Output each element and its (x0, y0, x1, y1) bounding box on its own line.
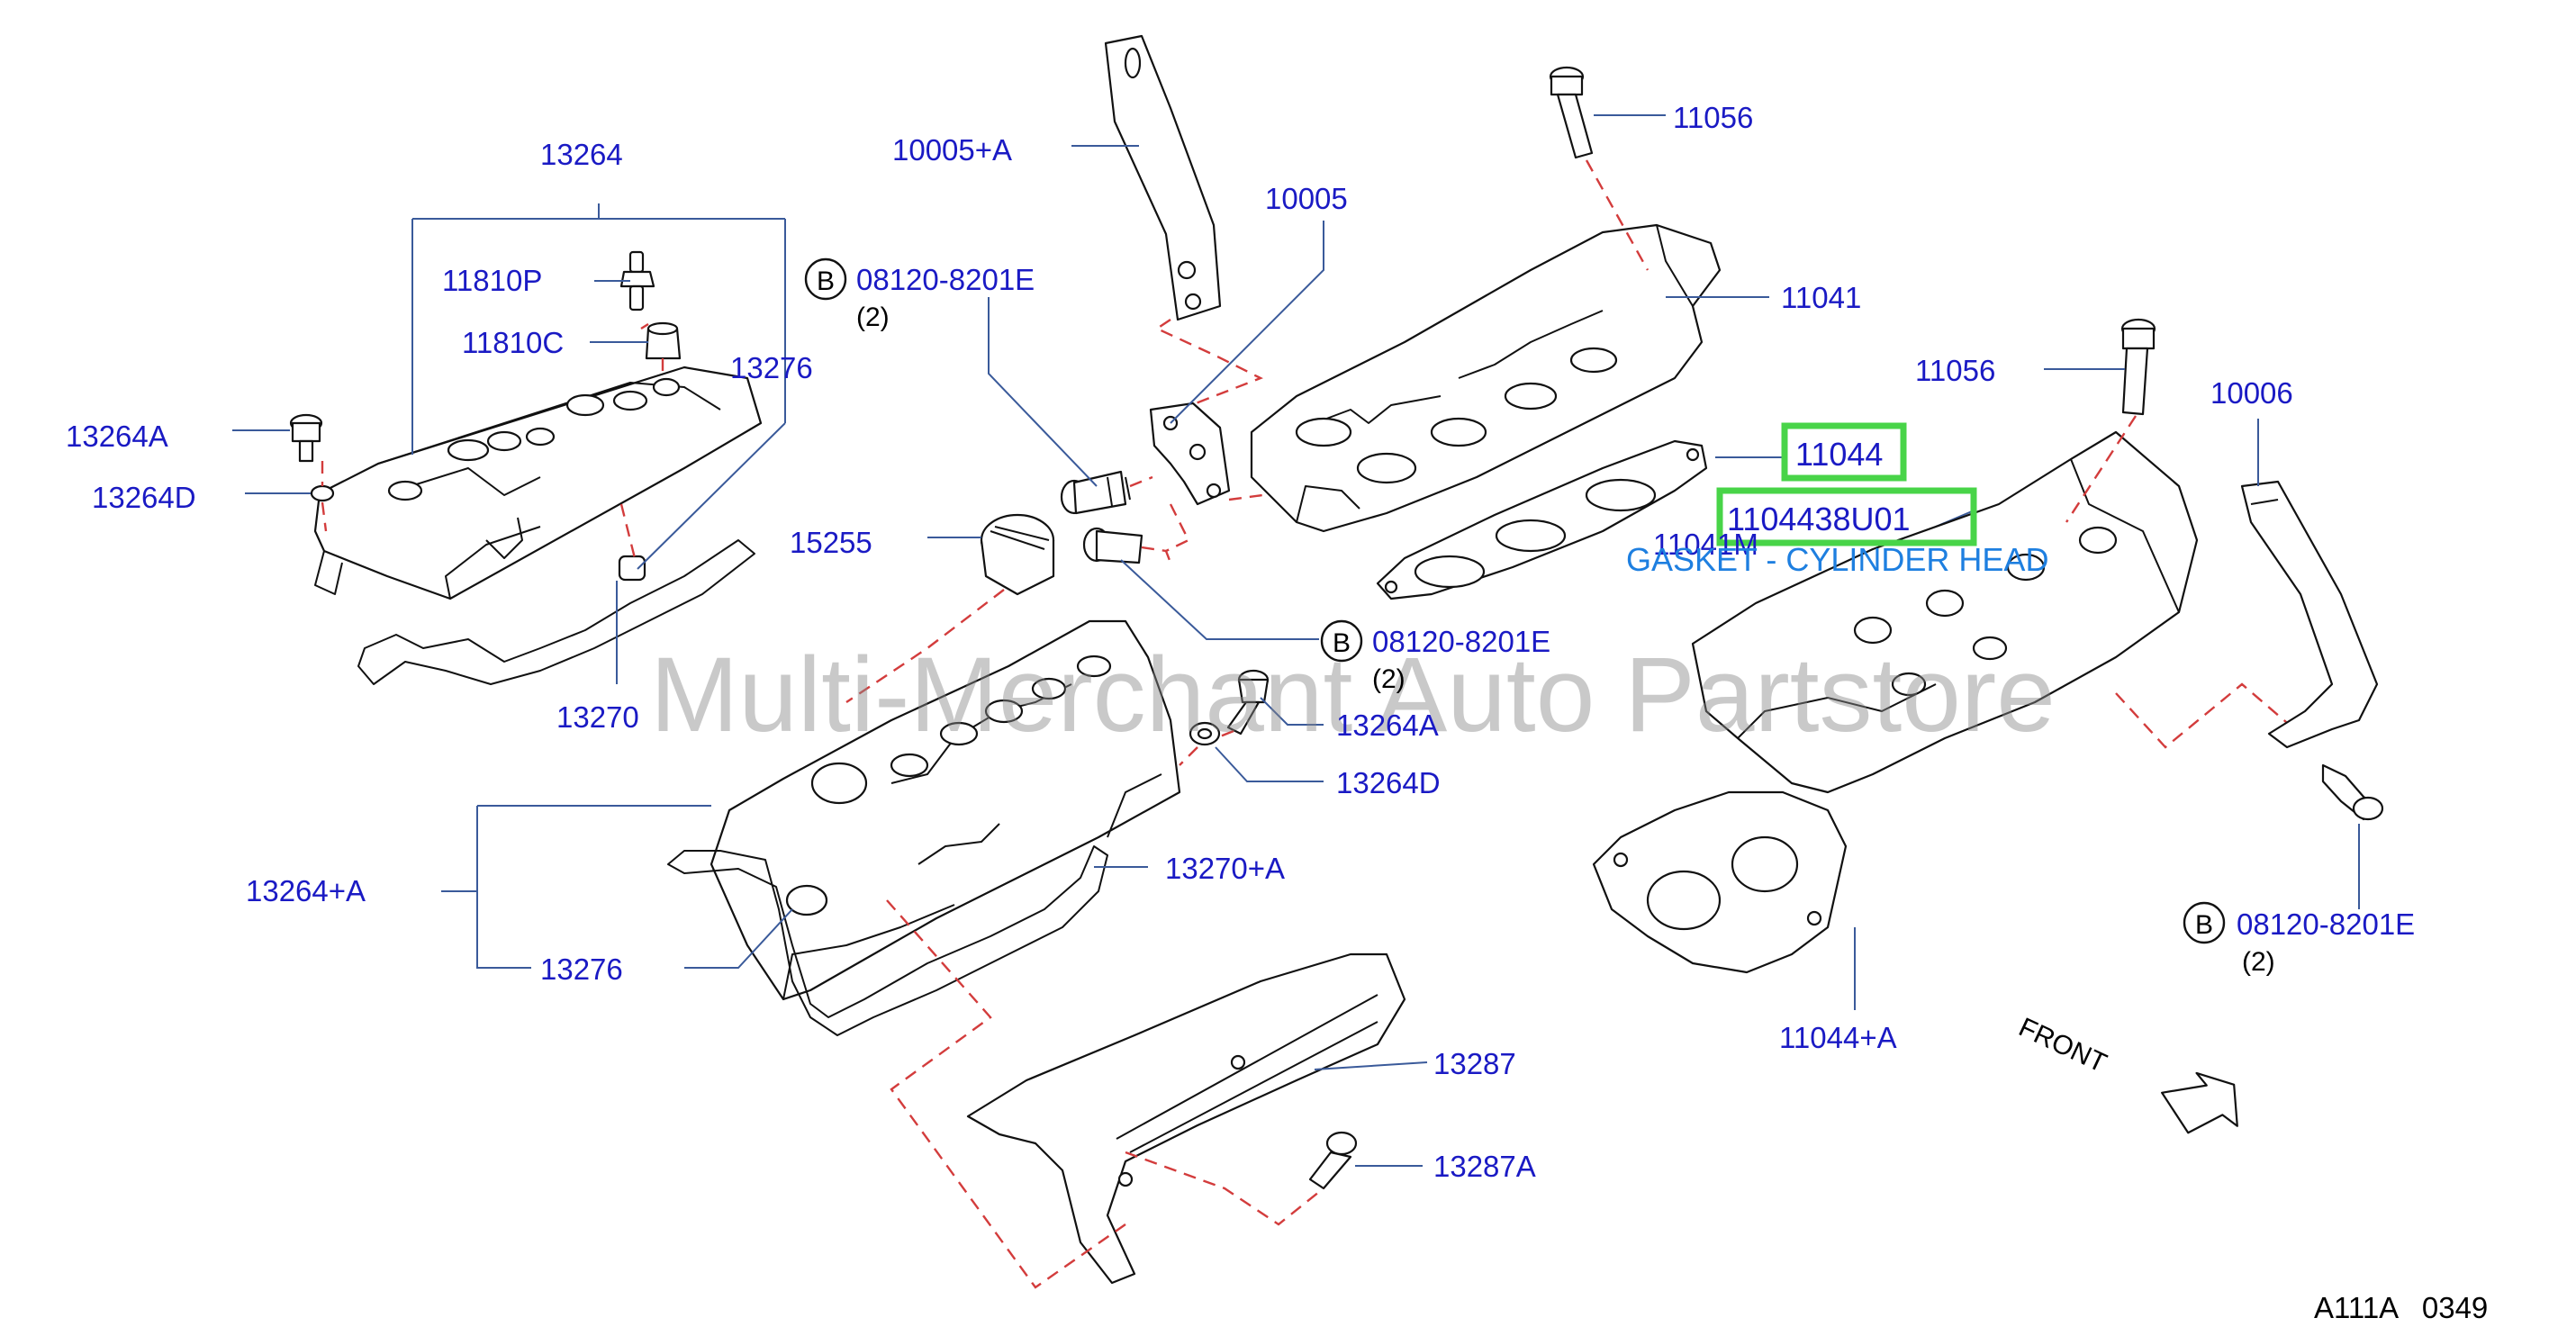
bolt-08120-b[interactable] (1082, 527, 1143, 564)
engine-mount-bracket-10005a[interactable] (1104, 34, 1222, 321)
front-label: FRONT (2014, 1012, 2111, 1079)
label-13264[interactable]: 13264 (540, 138, 623, 171)
label-13276-bottom[interactable]: 13276 (540, 952, 623, 986)
label-08120-a-qty: (2) (856, 302, 890, 332)
svg-text:B: B (2195, 910, 2213, 940)
head-bolt-11056-top[interactable] (1549, 66, 1594, 159)
engine-mount-bracket-10006[interactable] (2240, 480, 2379, 749)
label-08120-c[interactable]: 08120-8201E (2237, 907, 2415, 941)
rocker-cover-right[interactable] (710, 619, 1181, 1001)
label-13276-top[interactable]: 13276 (730, 351, 813, 384)
rocker-cover-left[interactable] (313, 366, 763, 600)
rocker-cover-gasket-left[interactable] (357, 539, 755, 685)
oil-filler-cap[interactable] (980, 513, 1055, 596)
bolt-08120-a[interactable] (1060, 470, 1131, 515)
label-10005A[interactable]: 10005+A (892, 133, 1012, 167)
label-13287[interactable]: 13287 (1433, 1047, 1516, 1080)
label-13264A-left[interactable]: 13264A (66, 420, 168, 453)
cylinder-head-gasket-11044a[interactable] (1592, 790, 1848, 974)
label-13270[interactable]: 13270 (556, 700, 639, 734)
label-11041[interactable]: 11041 (1781, 281, 1861, 314)
label-11056-top[interactable]: 11056 (1673, 101, 1753, 134)
label-10006[interactable]: 10006 (2210, 376, 2293, 410)
label-08120-a[interactable]: 08120-8201E (856, 263, 1035, 296)
label-08120-b-qty: (2) (1372, 664, 1406, 694)
label-10005[interactable]: 10005 (1265, 182, 1348, 215)
head-bolt-11056-right[interactable] (2120, 318, 2156, 416)
bolt-08120-c[interactable] (2321, 763, 2384, 821)
front-arrow-icon (2161, 1071, 2238, 1134)
label-15255[interactable]: 15255 (790, 526, 872, 559)
label-13264D-mid[interactable]: 13264D (1336, 766, 1441, 799)
label-13264-plus-A[interactable]: 13264+A (246, 874, 366, 907)
highlight-box-11044 (1781, 422, 1907, 482)
label-13264A-mid[interactable]: 13264A (1336, 709, 1439, 742)
washer-13264d-mid[interactable] (1189, 721, 1221, 746)
highlight-box-1104438U01 (1716, 487, 1977, 546)
engine-mount-bracket-10005[interactable] (1149, 402, 1231, 506)
label-11810P[interactable]: 11810P (442, 264, 542, 297)
cylinder-head-right[interactable] (1691, 430, 2199, 794)
label-1104438U01[interactable]: 1104438U01 (1727, 501, 1911, 537)
engine-cover-13287[interactable] (966, 952, 1406, 1285)
label-08120-b[interactable]: 08120-8201E (1372, 625, 1550, 658)
label-11041M[interactable]: 11041M (1653, 528, 1758, 561)
gasket-description: GASKET - CYLINDER HEAD (1626, 541, 2048, 578)
washer-13264d-left[interactable] (310, 484, 335, 502)
store-watermark: Multi-Merchant Auto Partstore (650, 636, 2056, 754)
label-11056-right[interactable]: 11056 (1915, 354, 1995, 387)
bolt-13264a-mid[interactable] (1226, 669, 1270, 736)
bolt-13287a[interactable] (1308, 1131, 1358, 1190)
label-13287A[interactable]: 13287A (1433, 1150, 1536, 1183)
cylinder-head-gasket-11044[interactable] (1376, 439, 1708, 600)
pcv-grommet[interactable] (645, 321, 682, 360)
label-13264D-left[interactable]: 13264D (92, 481, 196, 514)
bolt-marker-b-2: B (1320, 619, 1363, 663)
cylinder-head-11041[interactable] (1250, 223, 1722, 533)
label-08120-c-qty: (2) (2242, 947, 2275, 977)
svg-text:B: B (817, 266, 835, 296)
label-11810C[interactable]: 11810C (462, 326, 564, 359)
bolt-13264a-left[interactable] (289, 413, 323, 463)
label-11044[interactable]: 11044 (1795, 436, 1883, 473)
grommet-13276-right[interactable] (785, 884, 828, 916)
oil-seal-grommet[interactable] (618, 555, 646, 582)
svg-text:B: B (1333, 628, 1351, 658)
label-11044-plus-A[interactable]: 11044+A (1779, 1021, 1897, 1054)
bolt-marker-b-3: B (2183, 901, 2226, 944)
bolt-marker-b-1: B (804, 257, 847, 301)
pcv-valve[interactable] (619, 250, 655, 311)
diagram-code: A111A 0349 (2314, 1291, 2488, 1324)
rocker-cover-gasket-right[interactable] (667, 845, 1108, 1036)
label-13270-plus-A[interactable]: 13270+A (1165, 852, 1285, 885)
